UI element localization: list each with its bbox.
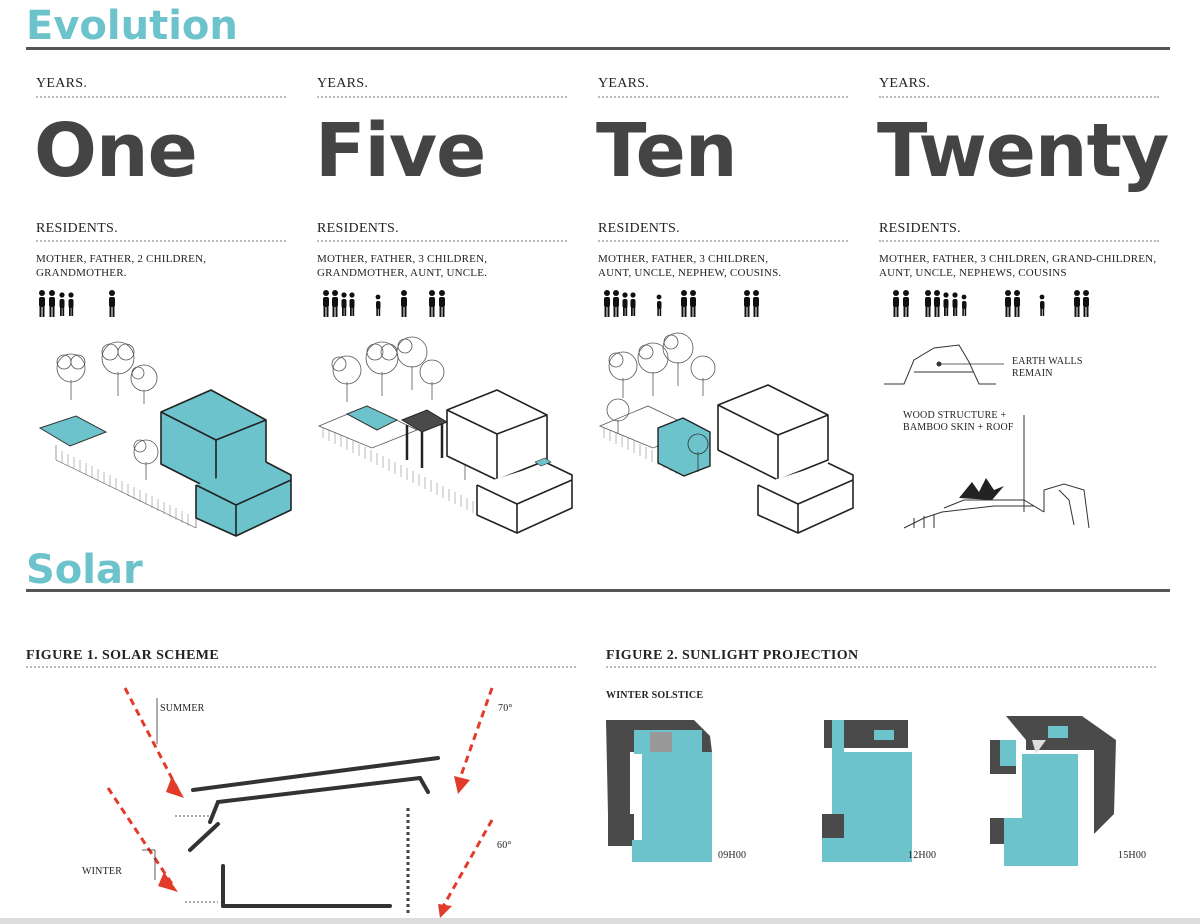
solar-scheme-diagram [106, 687, 494, 918]
earth-walls-note: EARTH WALLS REMAIN [1012, 356, 1083, 379]
years-label: YEARS. [598, 76, 650, 91]
residents-label: RESIDENTS. [317, 221, 399, 236]
residents-text: MOTHER, FATHER, 3 CHILDREN, GRANDMOTHER,… [317, 253, 488, 279]
years-label: YEARS. [36, 76, 88, 91]
sun-ray-arrow [106, 687, 494, 913]
figure2-title: FIGURE 2. SUNLIGHT PROJECTION [606, 648, 859, 663]
years-label: YEARS. [317, 76, 369, 91]
summer-label: SUMMER [160, 703, 205, 714]
sunlight-projection-12 [822, 720, 912, 862]
time-label-12: 12H00 [908, 850, 937, 861]
fence-hatching [61, 451, 189, 526]
pool [38, 415, 108, 447]
evolution-rule [26, 47, 1170, 50]
summer-angle: 70° [498, 703, 513, 714]
residents-text: MOTHER, FATHER, 3 CHILDREN, AUNT, UNCLE,… [598, 253, 782, 279]
time-label-15: 15H00 [1118, 850, 1147, 861]
sunlight-projection-15 [990, 716, 1116, 866]
person-icon [604, 290, 759, 317]
winter-solstice-label: WINTER SOLSTICE [606, 690, 704, 701]
evolution-title: Evolution [26, 3, 238, 49]
house-volume [446, 389, 573, 534]
person-icon [893, 290, 1089, 317]
residents-text: MOTHER, FATHER, 3 CHILDREN, GRAND-CHILDR… [879, 253, 1157, 279]
figure1-title: FIGURE 1. SOLAR SCHEME [26, 648, 220, 663]
people-icons-stage-4 [893, 290, 1089, 317]
wood-structure-note: WOOD STRUCTURE + BAMBOO SKIN + ROOF [903, 410, 1014, 433]
tree-icon [606, 332, 716, 434]
pool [345, 405, 399, 431]
people-icons-stage-2 [323, 290, 445, 317]
axonometric-stage-2 [317, 336, 573, 534]
years-number: Five [315, 108, 486, 194]
courtyard-volume [657, 417, 711, 477]
people-icons-stage-1 [39, 290, 115, 317]
residents-label: RESIDENTS. [36, 221, 118, 236]
years-number: Ten [596, 108, 738, 194]
years-label: YEARS. [879, 76, 931, 91]
residents-label: RESIDENTS. [879, 221, 961, 236]
axonometric-stage-3 [598, 332, 854, 534]
winter-angle: 60° [497, 840, 512, 851]
person-icon [39, 290, 115, 317]
solar-title: Solar [26, 547, 143, 593]
person-icon [323, 290, 445, 317]
roof-shape [959, 478, 1004, 500]
fence-hatching [322, 426, 486, 519]
sunlight-projection-09 [606, 720, 712, 862]
residents-text: MOTHER, FATHER, 2 CHILDREN, GRANDMOTHER. [36, 253, 207, 279]
lit-area [832, 720, 844, 814]
house-volume [160, 389, 292, 537]
lit-area [632, 730, 712, 862]
section-sketch-stage-4 [884, 344, 1090, 529]
winter-label: WINTER [82, 866, 123, 877]
years-number: One [34, 108, 198, 194]
time-label-09: 09H00 [718, 850, 747, 861]
solar-rule [26, 589, 1170, 592]
years-number: Twenty [877, 108, 1169, 194]
residents-label: RESIDENTS. [598, 221, 680, 236]
page-bottom-edge [0, 918, 1200, 924]
tree-icon [56, 341, 159, 480]
tree-icon [687, 433, 709, 472]
people-icons-stage-3 [604, 290, 759, 317]
lit-area [1000, 740, 1016, 766]
axonometric-stage-1 [38, 341, 292, 537]
house-volume [717, 384, 854, 534]
